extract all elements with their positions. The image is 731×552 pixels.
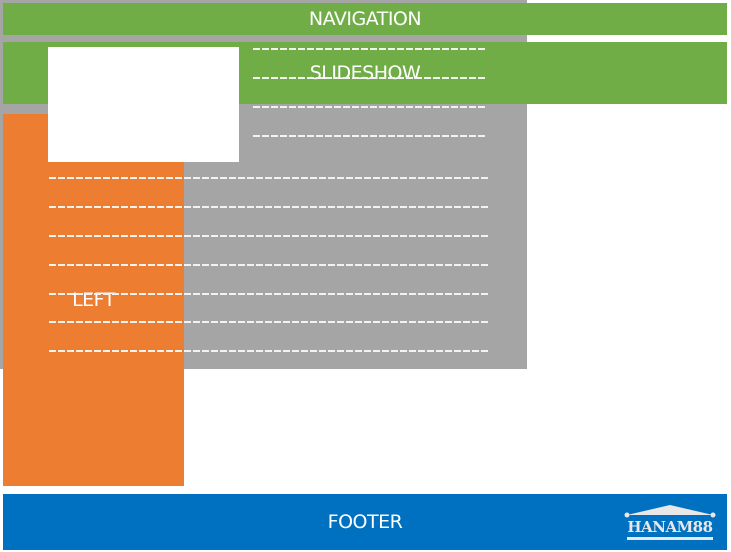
navigation-bar[interactable]: NAVIGATION [3,3,727,35]
text-line [253,77,487,79]
text-line [49,206,489,208]
text-line [253,48,487,50]
text-line [49,177,489,179]
left-sidebar: LEFT [3,114,184,486]
text-line [49,264,489,266]
text-line [49,321,489,323]
footer: FOOTER HANAM88 [3,494,727,550]
hanam88-logo-icon[interactable]: HANAM88 [613,499,727,547]
text-line [253,106,487,108]
image-placeholder [48,47,239,162]
navigation-label: NAVIGATION [308,8,422,30]
text-line [253,135,487,137]
slideshow-label: SLIDESHOW [309,62,421,84]
svg-text:HANAM88: HANAM88 [627,518,712,536]
text-line [49,235,489,237]
text-line [49,350,489,352]
text-line [49,293,489,295]
footer-label: FOOTER [327,511,403,533]
